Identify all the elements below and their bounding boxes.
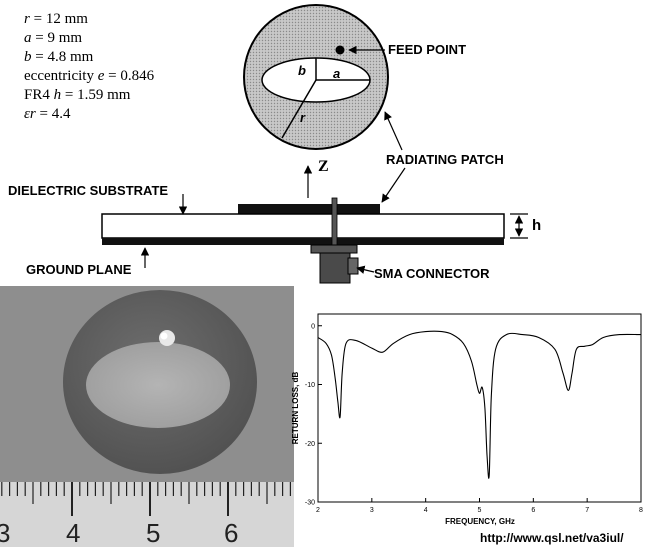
param-a: a = 9 mm: [24, 30, 83, 46]
x-tick-label: 2: [316, 507, 320, 514]
ruler-ticks: [1, 482, 291, 516]
ruler-num-5: 5: [146, 518, 161, 547]
substrate-body: [101, 213, 505, 239]
z-label: Z: [318, 158, 329, 175]
ground-plane-label: GROUND PLANE: [26, 262, 132, 277]
radius-line: [281, 79, 317, 139]
sma-body: [319, 252, 351, 284]
y-axis-label: RETURN LOSS, dB: [291, 372, 300, 445]
plot-frame: [317, 313, 642, 503]
y-tick-label: -30: [305, 500, 315, 507]
radiating-patch-strip: [238, 204, 380, 214]
param-r: r = 12 mm: [24, 11, 88, 27]
h-label: h: [532, 217, 542, 234]
b-label: b: [298, 63, 306, 78]
y-tick-label: -20: [305, 441, 315, 448]
x-ticks: 2 3 4 5 6 7 8: [316, 498, 643, 514]
x-tick-label: 8: [639, 507, 643, 514]
antenna-photo: 3 4 5 6: [0, 286, 294, 547]
x-tick-label: 4: [424, 507, 428, 514]
parameter-list: r = 12 mm a = 9 mm b = 4.8 mm eccentrici…: [24, 10, 254, 124]
param-h: FR4 h = 1.59 mm: [24, 87, 131, 103]
radiating-patch-arrow-up: [384, 111, 403, 151]
x-tick-label: 5: [478, 507, 482, 514]
return-loss-curve: [317, 330, 642, 479]
ground-plane-strip: [102, 238, 504, 245]
ruler-num-6: 6: [224, 518, 239, 547]
x-tick-label: 3: [370, 507, 374, 514]
photo-drawing: [0, 286, 294, 547]
r-label: r: [300, 110, 306, 125]
x-axis-label: FREQUENCY, GHz: [445, 517, 515, 526]
y-ticks: 0 -10 -20 -30: [305, 323, 322, 507]
source-url[interactable]: http://www.qsl.net/va3iul/: [480, 531, 624, 545]
dielectric-substrate-label: DIELECTRIC SUBSTRATE: [8, 183, 169, 198]
y-tick-label: 0: [311, 323, 315, 330]
param-er: εr = 4.4: [24, 106, 71, 122]
ruler-num-4: 4: [66, 518, 81, 547]
x-tick-label: 7: [585, 507, 589, 514]
param-eccentricity: eccentricity e = 0.846: [24, 68, 155, 84]
antenna-hole: [86, 342, 230, 428]
ruler-num-3: 3: [0, 518, 11, 547]
sma-connector-label: SMA CONNECTOR: [374, 266, 490, 281]
param-b: b = 4.8 mm: [24, 49, 94, 65]
y-tick-label: -10: [305, 382, 315, 389]
feed-point-label: FEED POINT: [388, 42, 467, 57]
feed-point-dot: [335, 45, 345, 55]
radiating-patch-label: RADIATING PATCH: [386, 152, 504, 167]
sma-arrow: [356, 265, 375, 274]
x-tick-label: 6: [531, 507, 535, 514]
a-label: a: [333, 66, 341, 81]
radiating-patch-arrow-down: [381, 167, 406, 203]
